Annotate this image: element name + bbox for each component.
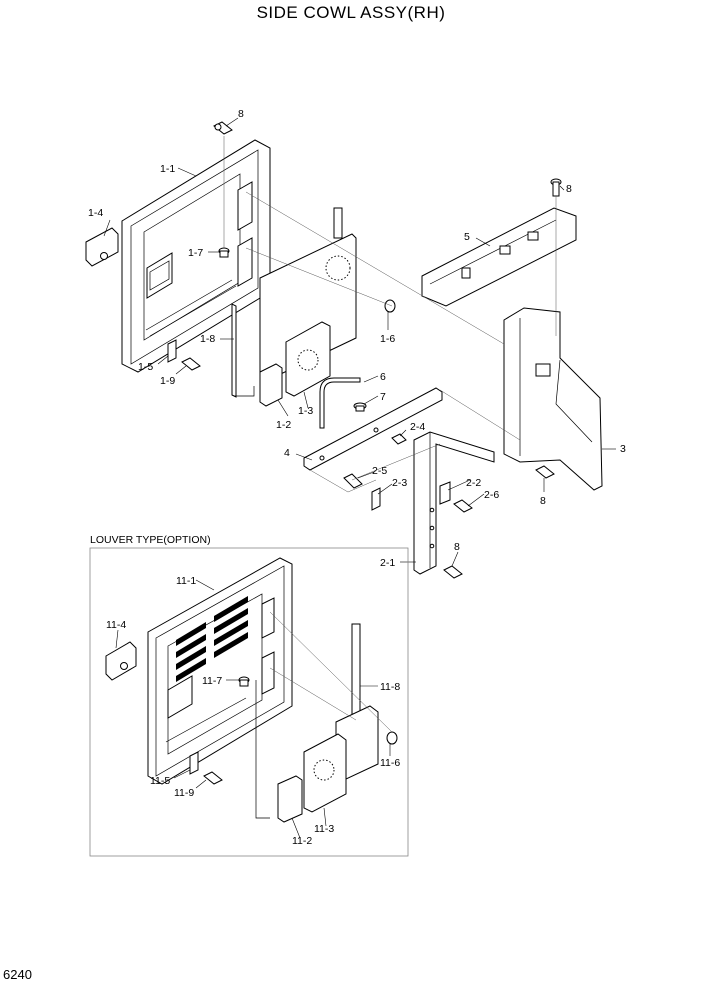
callout-8-right: 8 xyxy=(540,495,546,507)
part-1-6-clip xyxy=(384,299,396,313)
callout-5: 5 xyxy=(464,231,470,243)
assembly-dashed-lines xyxy=(223,136,557,493)
part-8-bolt-top-right xyxy=(550,178,562,197)
callout-1-3: 1-3 xyxy=(298,405,313,417)
part-2-1-bracket xyxy=(413,431,495,575)
part-1-7-grommet xyxy=(218,247,230,258)
part-1-9-bolt xyxy=(181,357,201,371)
part-2-6-bolt xyxy=(453,499,473,513)
part-3-cover xyxy=(503,307,603,491)
part-1-5-latch xyxy=(167,339,177,363)
callout-1-5: 1-5 xyxy=(138,361,153,373)
part-11-1-louver-door xyxy=(147,557,293,785)
part-2-5-bolt xyxy=(343,473,363,489)
part-8-bolt-top xyxy=(213,121,233,135)
callout-6: 6 xyxy=(380,371,386,383)
part-6-hose xyxy=(319,377,361,429)
callout-4: 4 xyxy=(284,447,290,459)
callout-11-6: 11-6 xyxy=(380,757,400,769)
callout-2-6: 2-6 xyxy=(484,489,499,501)
part-8-bolt-right xyxy=(535,465,555,479)
callout-8-top-right: 8 xyxy=(566,183,572,195)
part-5-bracket xyxy=(421,207,577,307)
part-11-7-grommet xyxy=(238,676,250,687)
callout-1-7: 1-7 xyxy=(188,247,203,259)
callout-8: 8 xyxy=(238,108,244,120)
callout-1-2: 1-2 xyxy=(276,419,291,431)
callout-7: 7 xyxy=(380,391,386,403)
part-4-stay xyxy=(303,387,443,471)
part-2-2-plate xyxy=(439,481,451,505)
callout-11-9: 11-9 xyxy=(174,787,194,799)
part-insulation-plate xyxy=(259,207,357,407)
part-11-9-bolt xyxy=(203,771,223,785)
callout-1-6: 1-6 xyxy=(380,333,395,345)
callout-11-7: 11-7 xyxy=(202,675,222,687)
callout-2-1: 2-1 xyxy=(380,557,395,569)
part-2-4-bolt xyxy=(391,433,407,445)
callout-1-9: 1-9 xyxy=(160,375,175,387)
callout-2-3: 2-3 xyxy=(392,477,407,489)
callout-11-3: 11-3 xyxy=(314,823,334,835)
page-number: 6240 xyxy=(3,967,32,982)
callout-1-1: 1-1 xyxy=(160,163,175,175)
callout-11-4: 11-4 xyxy=(106,619,126,631)
option-dashed-lines xyxy=(269,611,393,733)
option-section-label: LOUVER TYPE(OPTION) xyxy=(90,534,211,546)
part-11-6-clip xyxy=(386,731,398,745)
part-1-8-seal-tube xyxy=(231,303,237,398)
part-11-5-latch xyxy=(189,751,199,775)
callout-1-4: 1-4 xyxy=(88,207,103,219)
part-2-3-plate xyxy=(371,487,381,511)
callout-11-5: 11-5 xyxy=(150,775,170,787)
callout-3: 3 xyxy=(620,443,626,455)
part-11-insulation xyxy=(277,705,379,823)
part-7-grommet xyxy=(353,402,367,412)
callout-2-4: 2-4 xyxy=(410,421,425,433)
callout-8-lower: 8 xyxy=(454,541,460,553)
callout-11-8: 11-8 xyxy=(380,681,400,693)
callout-1-8: 1-8 xyxy=(200,333,215,345)
part-11-4-handle xyxy=(105,641,137,681)
leader-lines-option xyxy=(115,579,391,839)
part-1-4-handle xyxy=(85,227,119,267)
option-section-frame xyxy=(89,547,409,857)
callout-2-2: 2-2 xyxy=(466,477,481,489)
callout-11-1: 11-1 xyxy=(176,575,196,587)
leader-lines-main xyxy=(103,117,616,567)
callout-11-2: 11-2 xyxy=(292,835,312,847)
part-8-bolt-lower xyxy=(443,565,463,579)
page-title: SIDE COWL ASSY(RH) xyxy=(257,3,446,22)
callout-2-5: 2-5 xyxy=(372,465,387,477)
